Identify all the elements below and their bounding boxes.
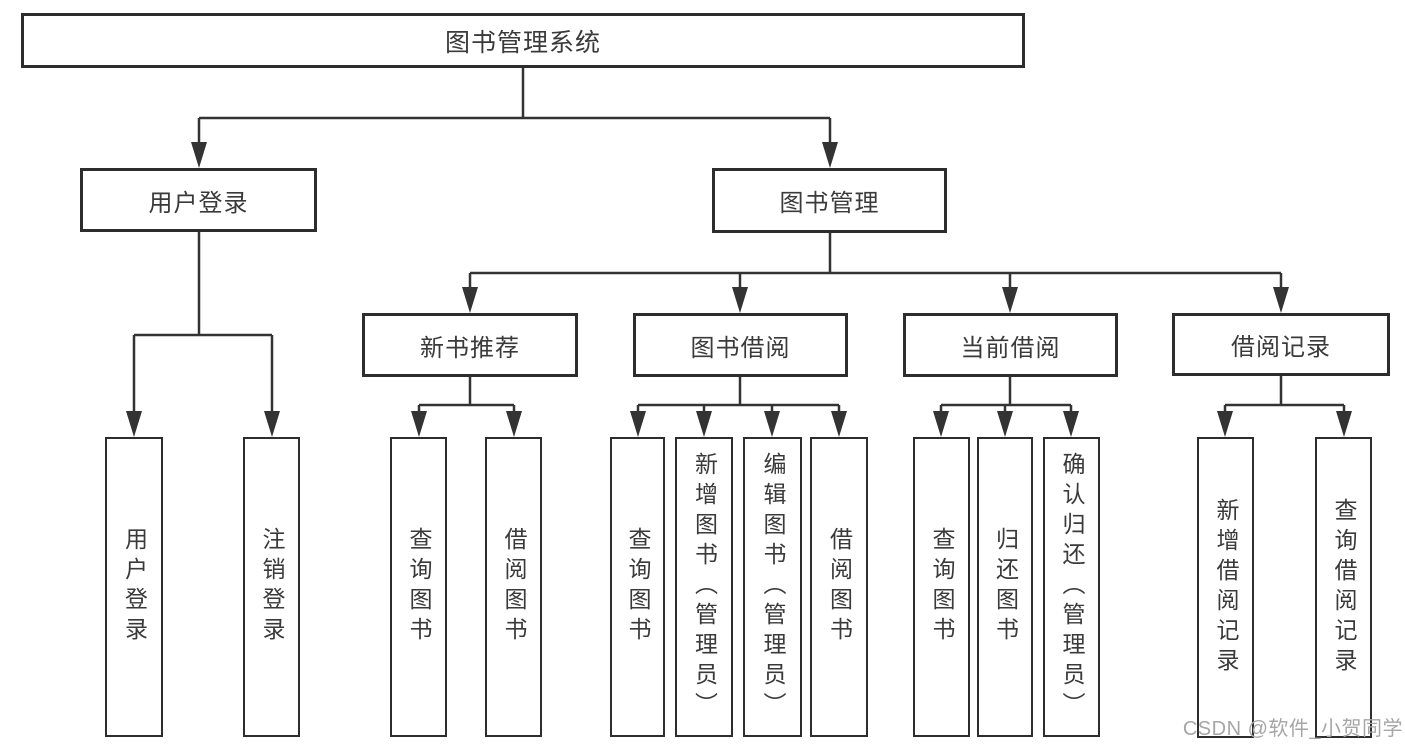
- leaf-query-borrow-record-label: 查询借阅记录: [1331, 497, 1357, 678]
- node-user-login: 用户登录: [80, 168, 317, 232]
- leaf-query-books-1: 查询图书: [390, 437, 447, 737]
- leaf-borrow-books-1: 借阅图书: [485, 437, 542, 737]
- node-book-management: 图书管理: [712, 168, 947, 233]
- leaf-query-books-2: 查询图书: [610, 437, 665, 737]
- leaf-user-login-label: 用户登录: [121, 527, 148, 647]
- leaf-query-books-3: 查询图书: [913, 437, 970, 737]
- leaf-borrow-books-2-label: 借阅图书: [826, 527, 853, 647]
- leaf-query-books-1-label: 查询图书: [406, 527, 432, 647]
- leaf-edit-book-admin: 编辑图书（管理员）: [743, 437, 802, 737]
- node-borrow-records: 借阅记录: [1172, 313, 1390, 376]
- leaf-return-books: 归还图书: [977, 437, 1033, 737]
- leaf-query-borrow-record: 查询借阅记录: [1315, 437, 1372, 738]
- arrowheads: [126, 142, 1352, 437]
- leaf-borrow-books-1-label: 借阅图书: [501, 527, 527, 647]
- leaf-add-borrow-record-label: 新增借阅记录: [1213, 497, 1239, 678]
- node-library-system: 图书管理系统: [21, 13, 1025, 68]
- leaf-borrow-books-2: 借阅图书: [810, 437, 868, 737]
- leaf-logout-label: 注销登录: [259, 527, 285, 647]
- leaf-add-book-admin-label: 新增图书（管理员）: [691, 452, 718, 722]
- leaf-return-books-label: 归还图书: [992, 527, 1019, 647]
- node-book-borrow: 图书借阅: [633, 313, 848, 377]
- leaf-add-book-admin: 新增图书（管理员）: [675, 437, 733, 737]
- leaf-confirm-return-admin: 确认归还（管理员）: [1043, 437, 1100, 737]
- watermark: CSDN @软件_小贺同学: [1182, 718, 1403, 740]
- leaf-query-books-2-label: 查询图书: [625, 527, 651, 647]
- node-current-borrow: 当前借阅: [903, 313, 1118, 377]
- leaf-logout: 注销登录: [243, 437, 300, 737]
- leaf-add-borrow-record: 新增借阅记录: [1197, 437, 1254, 738]
- leaf-query-books-3-label: 查询图书: [929, 527, 955, 647]
- leaf-user-login: 用户登录: [105, 437, 163, 737]
- leaf-confirm-return-admin-label: 确认归还（管理员）: [1059, 452, 1085, 722]
- leaf-edit-book-admin-label: 编辑图书（管理员）: [760, 452, 786, 722]
- node-new-book-recommend: 新书推荐: [362, 313, 578, 377]
